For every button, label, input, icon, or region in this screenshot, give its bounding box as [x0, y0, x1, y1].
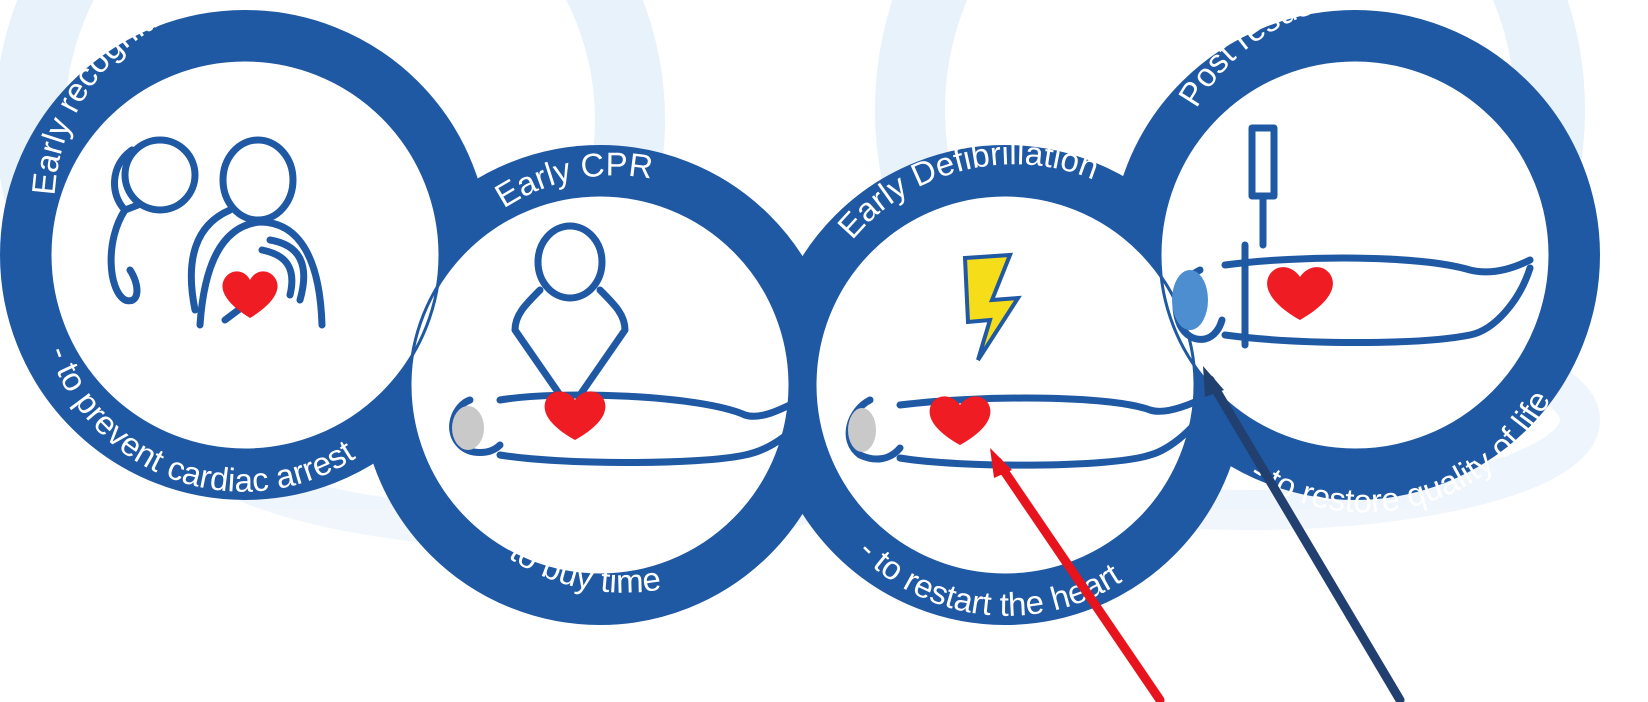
head-post-care — [1172, 270, 1208, 330]
head-cpr — [452, 406, 484, 450]
head-defibrillation — [848, 408, 876, 452]
